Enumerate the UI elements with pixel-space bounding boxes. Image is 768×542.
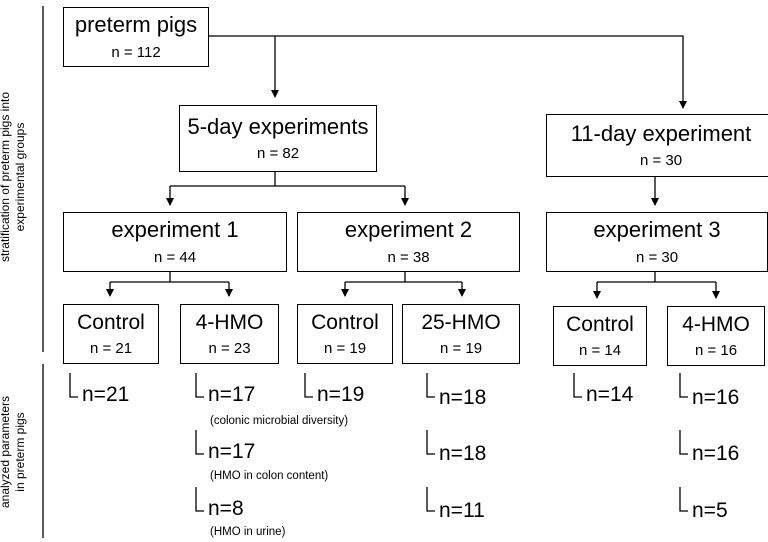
box-count: n = 30: [635, 248, 679, 266]
box-count: n = 14: [578, 342, 622, 360]
box-title: experiment 2: [344, 217, 473, 243]
side-label-stratification-line1: stratification of preterm pigs into: [0, 91, 12, 263]
box-e2-25-hmo: 25-HMO n = 19: [402, 304, 520, 364]
result-e3-4-hmo-3: n=5: [692, 499, 728, 522]
box-count: n = 38: [387, 248, 430, 266]
box-e3-control: Control n = 14: [553, 306, 647, 366]
side-label-analyzed: analyzed parameters in preterm pigs: [0, 392, 32, 512]
note-colonic-microbial-diversity: (colonic microbial diversity): [210, 415, 349, 427]
result-e1-4-hmo-1: n=17: [208, 383, 256, 406]
side-label-analyzed-line2: in preterm pigs: [13, 412, 27, 492]
box-experiment-3: experiment 3 n = 30: [546, 212, 768, 272]
box-title: 4-HMO: [682, 312, 750, 336]
box-count: n = 44: [153, 248, 197, 266]
box-experiment-2: experiment 2 n = 38: [297, 212, 520, 272]
box-title: Control: [566, 312, 634, 336]
box-title: Control: [311, 310, 379, 334]
note-hmo-urine: (HMO in urine): [210, 526, 286, 538]
box-title: 11-day experiment: [570, 120, 752, 146]
result-e1-4-hmo-3: n=8: [208, 497, 244, 520]
box-preterm-pigs: preterm pigs n = 112: [63, 7, 209, 67]
result-e3-control: n=14: [586, 383, 634, 406]
box-title: 25-HMO: [421, 310, 501, 334]
box-e3-4-hmo: 4-HMO n = 16: [667, 306, 765, 366]
box-count: n = 21: [89, 340, 133, 358]
box-title: experiment 3: [593, 217, 721, 243]
side-label-stratification-line2: experimental groups: [13, 122, 27, 232]
box-title: 4-HMO: [195, 310, 264, 334]
box-count: n = 112: [111, 43, 161, 61]
box-count: n = 30: [639, 152, 683, 170]
box-title: 5-day experiments: [187, 113, 369, 139]
box-e2-control: Control n = 19: [297, 304, 393, 364]
box-11-day-experiment: 11-day experiment n = 30: [546, 114, 768, 177]
box-title: experiment 1: [111, 217, 239, 243]
side-label-stratification: stratification of preterm pigs into expe…: [0, 67, 32, 287]
box-count: n = 16: [694, 342, 738, 360]
box-e1-4-hmo: 4-HMO n = 23: [180, 304, 279, 364]
result-e3-4-hmo-2: n=16: [692, 442, 740, 465]
box-5-day-experiments: 5-day experiments n = 82: [179, 105, 377, 172]
result-e1-4-hmo-2: n=17: [208, 440, 256, 463]
box-count: n = 19: [323, 340, 367, 358]
result-e3-4-hmo-1: n=16: [692, 386, 740, 409]
result-e2-control: n=19: [317, 383, 365, 406]
result-e2-25-hmo-3: n=11: [439, 499, 485, 522]
box-experiment-1: experiment 1 n = 44: [63, 212, 287, 272]
box-title: Control: [77, 310, 145, 334]
result-e2-25-hmo-2: n=18: [439, 442, 487, 465]
note-hmo-colon-content: (HMO in colon content): [210, 470, 329, 482]
side-label-analyzed-line1: analyzed parameters: [0, 395, 12, 509]
result-e2-25-hmo-1: n=18: [439, 386, 487, 409]
box-e1-control: Control n = 21: [63, 304, 159, 364]
box-count: n = 23: [208, 340, 251, 358]
box-count: n = 19: [439, 340, 483, 358]
box-title: preterm pigs: [74, 12, 198, 38]
box-count: n = 82: [256, 145, 300, 163]
result-e1-control: n=21: [82, 383, 130, 406]
